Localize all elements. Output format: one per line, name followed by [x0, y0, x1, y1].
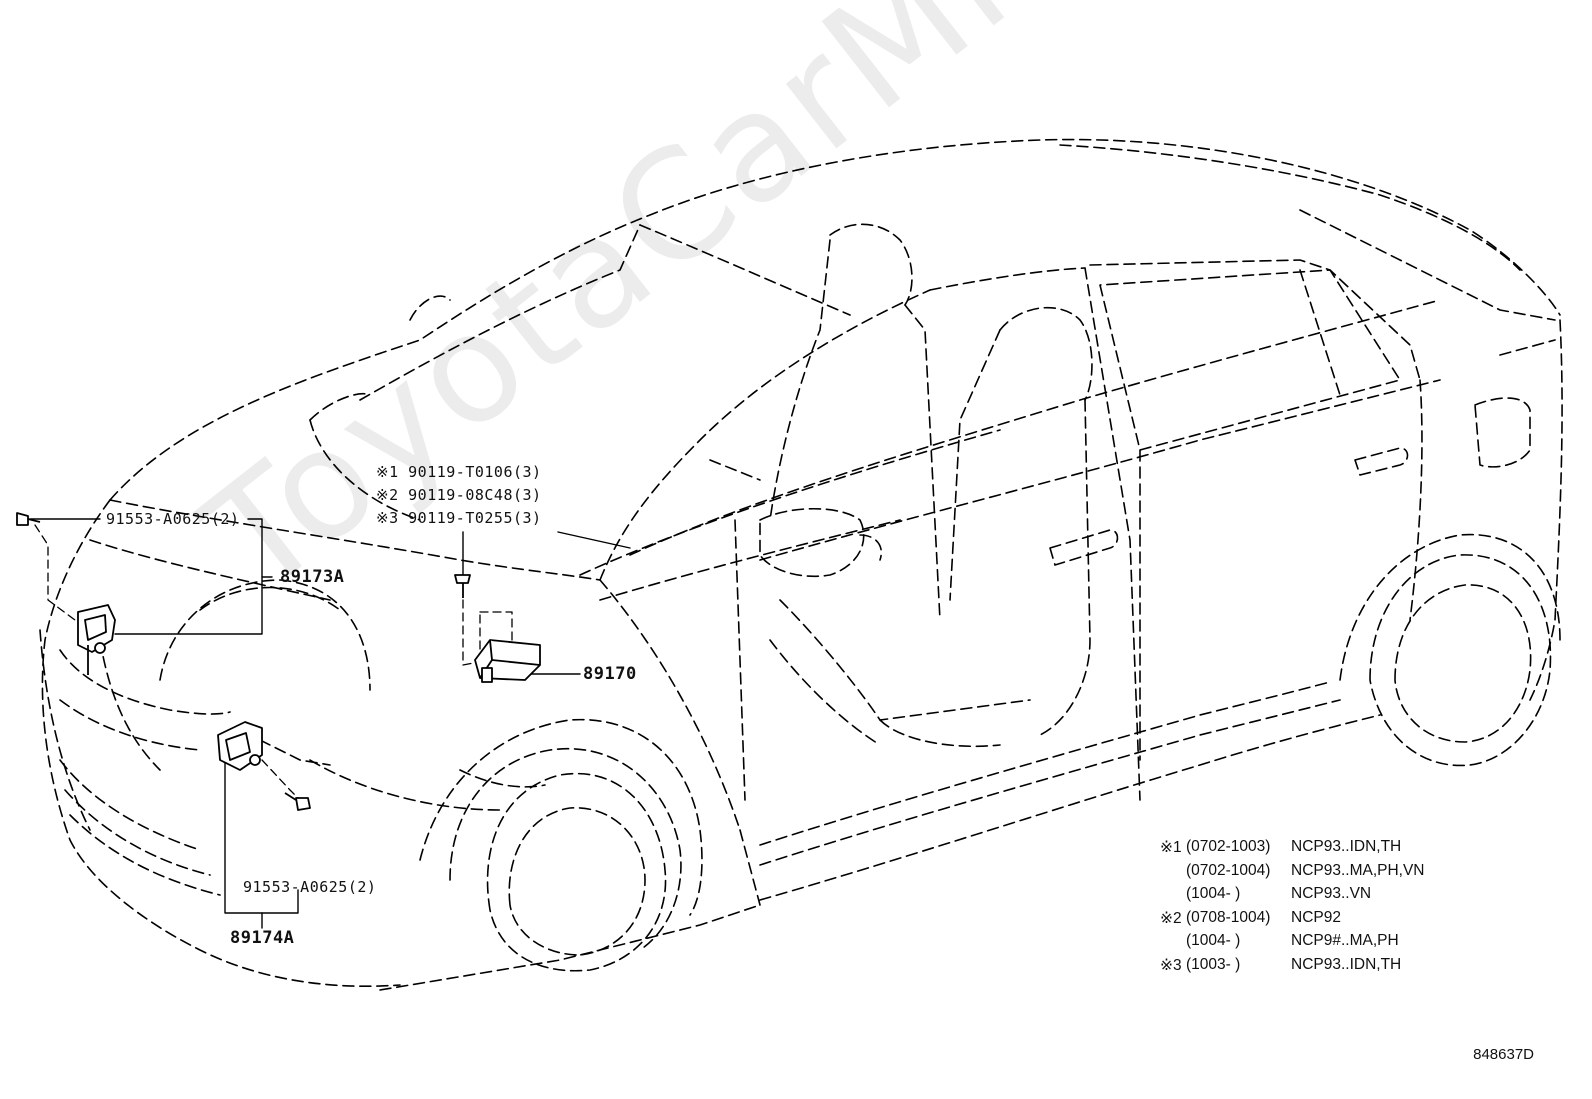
callout-screw-3: ※3 90119-T0255(3)	[376, 509, 542, 527]
callout-bolt-lower: 91553-A0625(2)	[243, 878, 377, 896]
bolt-icon	[16, 512, 41, 526]
diagram-reference-id: 848637D	[1473, 1046, 1534, 1063]
callout-screw-2: ※2 90119-08C48(3)	[376, 486, 542, 504]
part-guides	[34, 524, 513, 801]
bolt-lower-icon	[284, 792, 311, 811]
car-body-outline	[39, 138, 1563, 991]
front-sensor-left-icon	[77, 604, 116, 675]
front-sensor-right-icon	[217, 721, 263, 771]
callout-sensor-left: 89173A	[280, 567, 345, 587]
airbag-sensor-icon	[474, 639, 541, 683]
callout-bolt-top-left: 91553-A0625(2)	[106, 510, 240, 528]
callout-screw-1: ※1 90119-T0106(3)	[376, 463, 542, 481]
callout-sensor-right: 89174A	[230, 928, 295, 948]
callout-airbag-ecu: 89170	[583, 664, 637, 684]
screw-icon	[454, 574, 471, 598]
